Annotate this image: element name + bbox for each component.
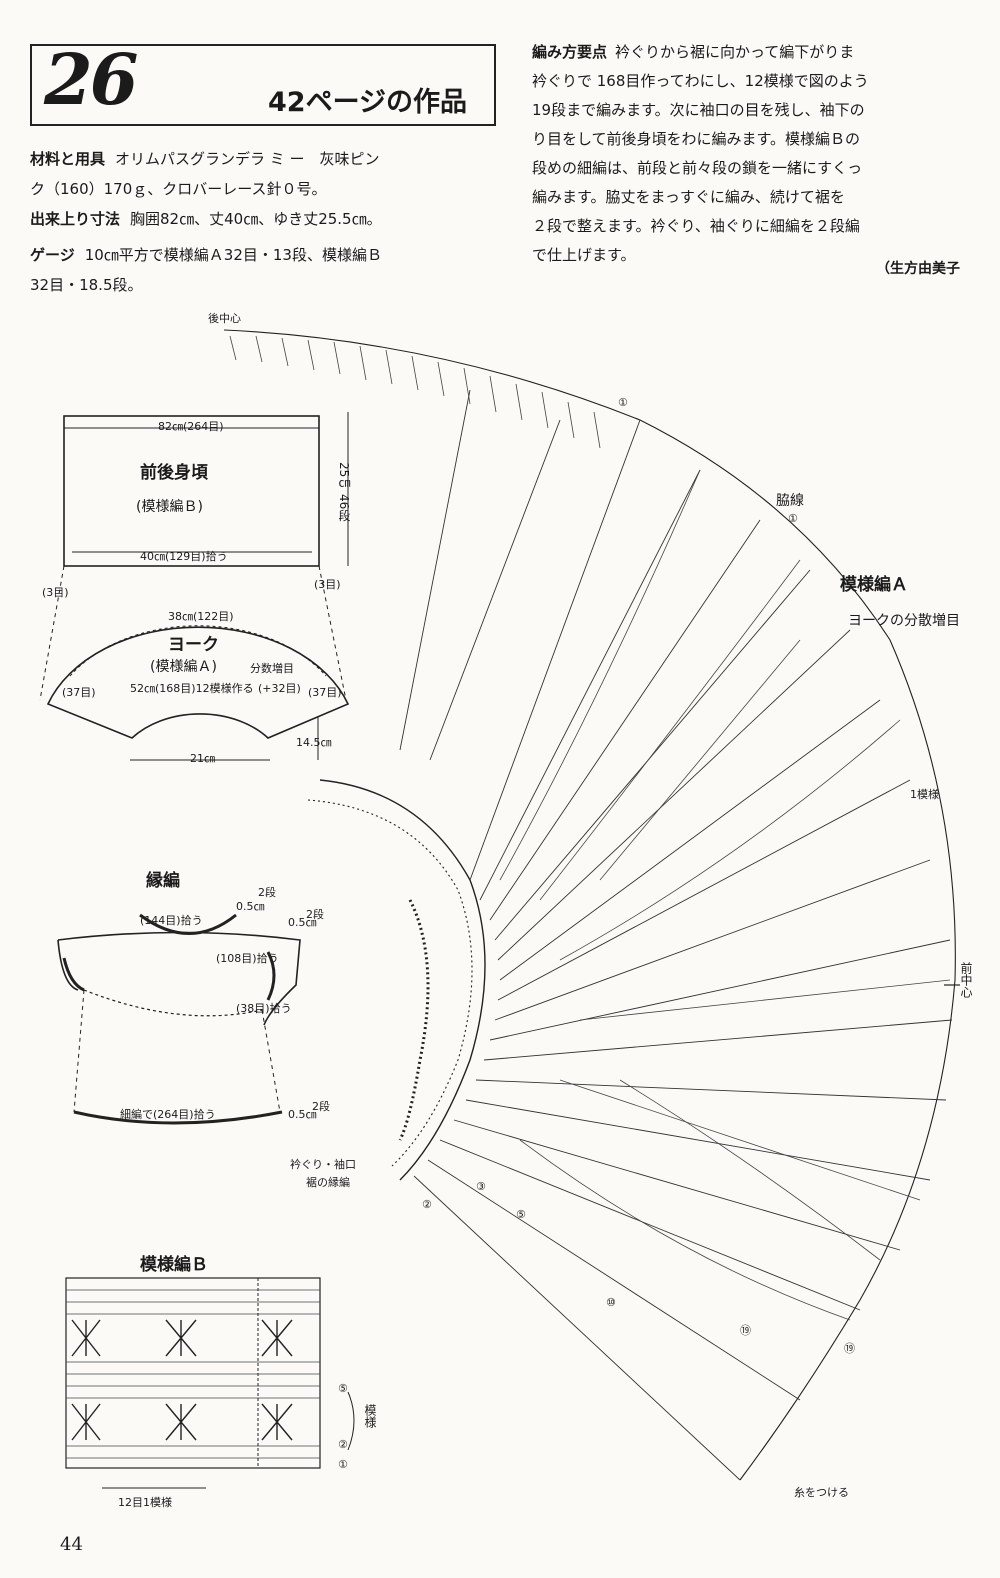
yoke-pattern: (模様編Ａ) — [150, 659, 217, 675]
edging-armhole-b: (38目)拾う — [236, 1002, 292, 1015]
edging-hem-line — [73, 1110, 283, 1125]
edging-hem-label: 細編で(264目)拾う — [120, 1108, 216, 1121]
author: （生方由美子 — [876, 261, 960, 277]
materials-line-1: 材料と用具オリムパスグランデラ ミ ー 灰味ピン — [30, 144, 380, 174]
instruction-line-6: 編みます。脇丈をまっすぐに編み、続けて裾を — [532, 188, 845, 206]
gauge-text-1: 10㎝平方で模様編Ａ32目・13段、模様編Ｂ — [84, 246, 382, 264]
edging-neck-line — [139, 913, 237, 935]
instruction-line-1: 編み方要点衿ぐりから裾に向かって編下がりま — [532, 38, 1000, 67]
instruction-line-2: 衿ぐりで 168目作ってわにし、12模様で図のよう — [532, 72, 869, 90]
materials-text-1: オリムパスグランデラ ミ ー 灰味ピン — [115, 150, 380, 168]
edging-note-2: 裾の縁編 — [306, 1176, 350, 1189]
front-center-label: 前中心 — [959, 962, 973, 998]
gauge-line-1: ゲージ 10㎝平方で模様編Ａ32目・13段、模様編Ｂ — [30, 240, 382, 270]
edging-armhole-a: (108目)拾う — [216, 952, 279, 965]
page-number: 44 — [60, 1534, 83, 1555]
yoke-cast-on: 52㎝(168目)12模様作る — [130, 682, 254, 695]
yoke-name: ヨーク — [168, 635, 219, 655]
yoke-right-label: (37目) — [308, 686, 342, 699]
pattern-b-marker-5: ⑤ — [338, 1382, 348, 1395]
side-label: 脇線 — [776, 493, 804, 509]
pattern-number: 26 — [44, 38, 138, 121]
edging-rows-3: 2段 — [312, 1100, 330, 1113]
body-right-label: (3目) — [314, 578, 341, 591]
body-height-label: 25㎝ — [337, 462, 351, 490]
body-name: 前後身頃 — [140, 463, 208, 483]
instructions-label: 編み方要点 — [532, 43, 608, 61]
chart-a-marker-19a: ⑲ — [740, 1324, 751, 1337]
pattern-b-chart — [65, 1277, 321, 1469]
instruction-line-7: ２段で整えます。衿ぐり、袖ぐりに細編を２段編 — [532, 217, 860, 235]
pattern-a-title: 模様編Ａ — [840, 575, 908, 595]
gauge-label: ゲージ — [30, 246, 75, 264]
pattern-b-marker-2: ② — [338, 1438, 348, 1451]
yoke-left-label: (37目) — [62, 686, 96, 699]
body-rows-label: 46段 — [337, 494, 351, 522]
instruction-line-3: 19段まで編みます。次に袖口の目を残し、袖下の — [532, 101, 865, 119]
chart-a-marker-10: ⑩ — [606, 1296, 616, 1309]
instruction-line-5: 段めの細編は、前段と前々段の鎖を一緒にすくっ — [532, 159, 863, 177]
body-bottom-label: 40㎝(129目)拾う — [140, 550, 228, 563]
pattern-a-chart — [223, 329, 956, 1481]
title-box — [30, 44, 496, 126]
back-center-label: 後中心 — [208, 312, 241, 325]
side-marker: ① — [788, 512, 798, 525]
pattern-b-repeat-sts: 12目1模様 — [118, 1496, 172, 1509]
chart-a-marker-2: ② — [422, 1198, 432, 1211]
pattern-a-subtitle: ヨークの分散増目 — [848, 613, 960, 629]
attach-yarn-note: 糸をつける — [794, 1486, 849, 1499]
pattern-b-repeat-rows: 模様 — [363, 1404, 377, 1428]
size-label: 出来上り寸法 — [30, 210, 121, 228]
materials-line-2: ク（160）170ｇ、クロバーレース針０号。 — [30, 180, 327, 198]
pattern-b-title: 模様編Ｂ — [140, 1255, 208, 1275]
body-width-label: 82㎝(264目) — [158, 420, 224, 433]
size-text: 胸囲82㎝、丈40㎝、ゆき丈25.5㎝。 — [130, 210, 382, 228]
gauge-line-2: 32目・18.5段。 — [30, 276, 143, 294]
instruction-text-1: 衿ぐりから裾に向かって編下がりま — [615, 43, 855, 61]
instructions-block: 編み方要点衿ぐりから裾に向かって編下がりま 衿ぐりで 168目作ってわにし、12… — [532, 38, 1000, 270]
materials-label: 材料と用具 — [30, 150, 106, 168]
edging-neck-label: (144目)拾う — [140, 914, 203, 927]
pattern-b-marker-1: ① — [338, 1458, 348, 1471]
edging-width-1: 0.5㎝ — [236, 900, 265, 913]
yoke-top-label: 38㎝(122目) — [168, 610, 234, 623]
instruction-line-4: り目をして前後身頃をわに編みます。模様編Ｂの — [532, 130, 861, 148]
edging-width-2: 0.5㎝ — [288, 916, 317, 929]
edging-note-1: 衿ぐり・袖口 — [290, 1158, 356, 1171]
chart-a-marker-1: ① — [618, 396, 628, 409]
pattern-a-repeat: 1模様 — [910, 788, 939, 801]
chart-a-marker-3: ③ — [476, 1180, 486, 1193]
chart-a-marker-19b: ⑲ — [844, 1342, 855, 1355]
edging-title: 縁編 — [146, 871, 180, 891]
edging-top — [57, 931, 301, 1026]
page-reference: 42ページの作品 — [268, 87, 468, 118]
chart-a-marker-5: ⑤ — [516, 1208, 526, 1221]
instruction-line-8: で仕上げます。 — [532, 246, 636, 264]
edging-width-3: 0.5㎝ — [288, 1108, 317, 1121]
yoke-plus: (+32目) — [258, 682, 301, 695]
size-line: 出来上り寸法胸囲82㎝、丈40㎝、ゆき丈25.5㎝。 — [30, 204, 382, 234]
edging-rows-2: 2段 — [306, 908, 324, 921]
yoke-height-label: 14.5㎝ — [296, 736, 332, 749]
body-schematic — [63, 415, 320, 567]
edging-rows-1: 2段 — [258, 886, 276, 899]
yoke-inner-label: 21㎝ — [190, 752, 215, 765]
body-left-label: (3目) — [42, 586, 69, 599]
body-pattern: (模様編Ｂ) — [136, 499, 203, 515]
yoke-increase: 分数増目 — [250, 662, 294, 675]
